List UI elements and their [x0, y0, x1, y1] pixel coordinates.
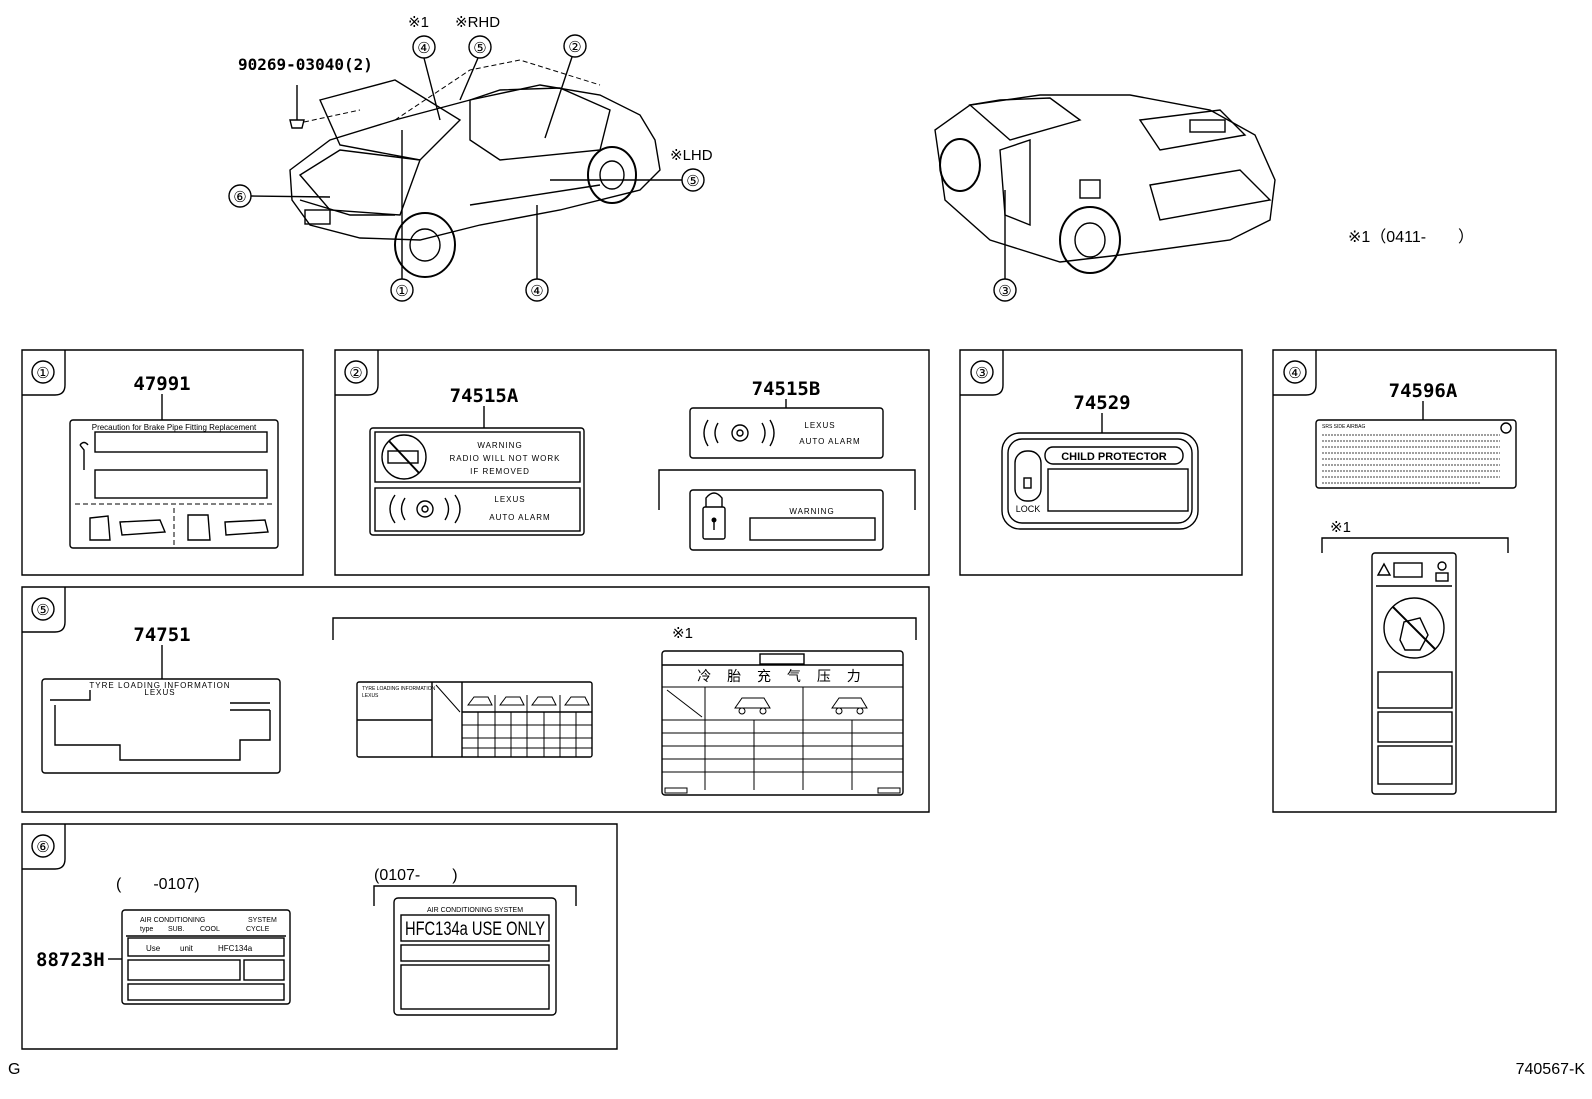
svg-text:type: type — [140, 926, 153, 933]
callout-group-front: ※1 ※RHD ④ ⑤ ② ※LHD ⑤ ⑥ ① ④ — [228, 14, 713, 302]
panel-3-number: ③ — [975, 365, 988, 382]
svg-text:CHILD PROTECTOR: CHILD PROTECTOR — [1061, 451, 1167, 463]
svg-text:LEXUS: LEXUS — [362, 693, 379, 699]
label-74751 — [41, 678, 281, 774]
panel-6: ⑥ ( -0107) (0107- ) 88723H AIR CONDITION… — [21, 823, 618, 1050]
panel-4-number: ④ — [1288, 365, 1301, 382]
svg-text:SUB.: SUB. — [168, 926, 184, 933]
panel-1-number: ① — [36, 365, 49, 382]
label-cn-title: 冷 胎 充 气 压 力 — [697, 668, 866, 684]
part-74515A: 74515A — [450, 385, 519, 407]
part-74751: 74751 — [133, 624, 190, 646]
panel-1: ① 47991 Precaution for Brake Pipe Fittin… — [21, 349, 304, 576]
front-car-illustration — [289, 59, 661, 278]
callout-4-top: ④ — [417, 40, 430, 57]
panel-4-note: ※1 — [1330, 519, 1351, 536]
svg-text:TYRE LOADING INFORMATION: TYRE LOADING INFORMATION — [89, 681, 230, 690]
part-74515B: 74515B — [752, 378, 821, 400]
svg-text:AIR CONDITIONING: AIR CONDITIONING — [140, 917, 205, 924]
svg-text:AUTO ALARM: AUTO ALARM — [799, 437, 860, 446]
svg-text:Use: Use — [146, 944, 161, 953]
footer-left: G — [8, 1061, 20, 1078]
callout-5-top: ⑤ — [473, 40, 486, 57]
label-74596A — [1315, 419, 1517, 489]
svg-text:SRS SIDE AIRBAG: SRS SIDE AIRBAG — [1322, 424, 1365, 430]
part-74596A: 74596A — [1389, 380, 1458, 402]
panel-4: ④ 74596A SRS SIDE AIRBAG ※1 — [1272, 349, 1557, 813]
part-88723H: 88723H — [36, 949, 105, 971]
svg-text:unit: unit — [180, 944, 194, 953]
svg-text:LEXUS: LEXUS — [494, 495, 525, 504]
label-74529 — [1001, 432, 1199, 530]
label-88723H-a — [121, 909, 291, 1005]
svg-text:CYCLE: CYCLE — [246, 926, 270, 933]
svg-text:WARNING: WARNING — [789, 507, 834, 516]
note-rhd: ※RHD — [455, 14, 500, 31]
label-74596A-alt — [1371, 552, 1457, 795]
note-star-1: ※1 — [408, 14, 429, 31]
label-74515B — [689, 407, 884, 459]
svg-text:LOCK: LOCK — [1016, 504, 1041, 514]
svg-text:AUTO ALARM: AUTO ALARM — [489, 513, 550, 522]
bolt-part-number: 90269-03040(2) — [238, 55, 373, 74]
svg-text:IF REMOVED: IF REMOVED — [470, 467, 530, 476]
panel-3: ③ 74529 CHILD PROTECTOR LOCK — [959, 349, 1243, 576]
date-range-a: ( -0107) — [116, 876, 200, 893]
part-74529: 74529 — [1073, 392, 1130, 414]
part-47991: 47991 — [133, 373, 190, 395]
panel-5: ⑤ 74751 TYRE LOADING INFORMATION LEXUS ※… — [21, 586, 930, 813]
svg-text:AIR CONDITIONING SYSTEM: AIR CONDITIONING SYSTEM — [427, 907, 523, 914]
bolt-icon — [289, 85, 361, 129]
callout-3: ③ — [998, 283, 1011, 300]
svg-text:TYRE LOADING INFORMATION: TYRE LOADING INFORMATION — [362, 686, 436, 692]
date-range-b: (0107- ) — [374, 867, 458, 884]
note-period: ※1（0411- ） — [1348, 228, 1474, 246]
svg-text:RADIO WILL NOT WORK: RADIO WILL NOT WORK — [449, 454, 560, 463]
panel-5-note: ※1 — [672, 625, 693, 642]
note-lhd: ※LHD — [670, 147, 713, 164]
svg-text:LEXUS: LEXUS — [144, 688, 175, 697]
footer-right: 740567-K — [1516, 1061, 1586, 1078]
label-47991-header: Precaution for Brake Pipe Fitting Replac… — [92, 423, 257, 432]
svg-text:SYSTEM: SYSTEM — [248, 917, 277, 924]
callout-1: ① — [395, 283, 408, 300]
panel-2-number: ② — [349, 365, 362, 382]
svg-text:COOL: COOL — [200, 926, 220, 933]
svg-text:HFC134a: HFC134a — [218, 944, 253, 953]
callout-6: ⑥ — [233, 189, 246, 206]
label-74515B-warning — [689, 489, 884, 551]
svg-text:LEXUS: LEXUS — [804, 421, 835, 430]
callout-2-top: ② — [568, 39, 581, 56]
svg-text:WARNING: WARNING — [477, 441, 522, 450]
callout-5-right: ⑤ — [686, 173, 699, 190]
callout-4-bottom: ④ — [530, 283, 543, 300]
label-88723H-b — [393, 897, 557, 1016]
label-hfc134a-use-only: HFC134a USE ONLY — [405, 919, 545, 940]
panel-6-number: ⑥ — [36, 839, 49, 856]
panel-5-number: ⑤ — [36, 602, 49, 619]
rear-car-illustration — [934, 94, 1276, 274]
panel-2: ② 74515A WARNING RADIO WILL NOT WORK IF … — [334, 349, 930, 576]
